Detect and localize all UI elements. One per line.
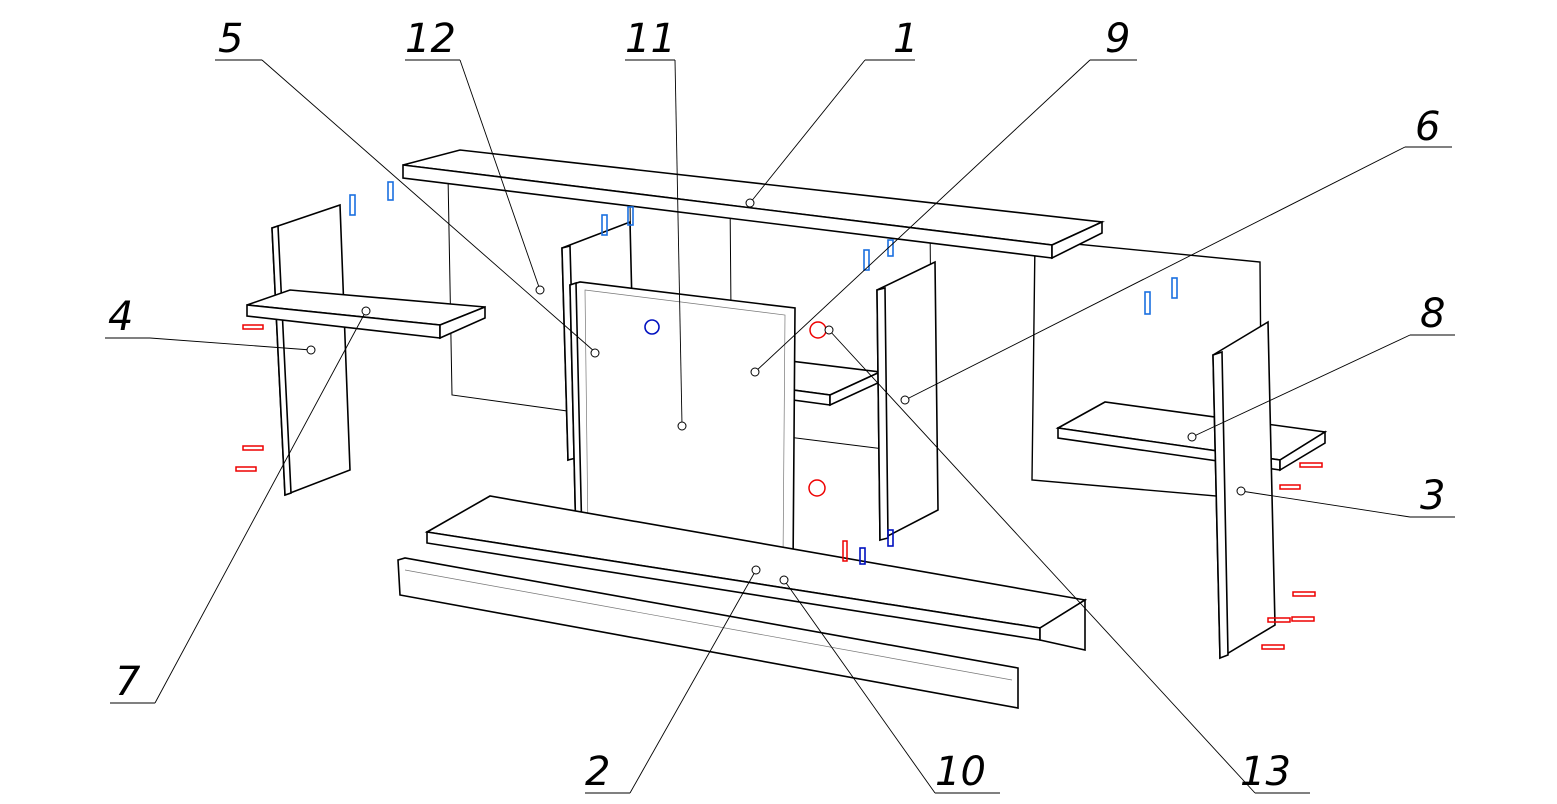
callout-label: 4 [108,294,133,340]
callout-10: 10 [779,575,1000,795]
callout-label: 6 [1415,104,1440,150]
callout-3: 3 [1236,473,1455,519]
callout-label: 8 [1420,291,1445,337]
callout-label: 11 [625,16,676,62]
bottom-shelf-part-2 [424,495,1088,651]
callout-label: 13 [1240,749,1291,795]
callout-6: 6 [900,104,1452,405]
callout-label: 12 [405,16,456,62]
callout-8: 8 [1187,291,1455,442]
callout-label: 5 [218,16,243,62]
plinth-part-10 [397,557,1019,709]
fastener-red-group [235,321,1323,650]
callout-7: 7 [110,306,371,705]
callout-2: 2 [585,565,761,795]
callout-label: 1 [893,16,918,62]
callout-label: 10 [935,749,986,795]
callout-label: 7 [115,659,141,705]
callout-9: 9 [750,16,1137,377]
callout-12: 12 [405,16,545,295]
callout-label: 2 [585,749,610,795]
callout-1: 1 [745,16,918,208]
callout-4: 4 [105,294,316,355]
callout-5: 5 [215,16,600,358]
callout-11: 11 [625,16,687,431]
callout-13: 13 [824,325,1310,795]
callout-label: 9 [1105,16,1130,62]
top-shelf-part-1 [402,149,1105,260]
callout-label: 3 [1420,473,1445,519]
